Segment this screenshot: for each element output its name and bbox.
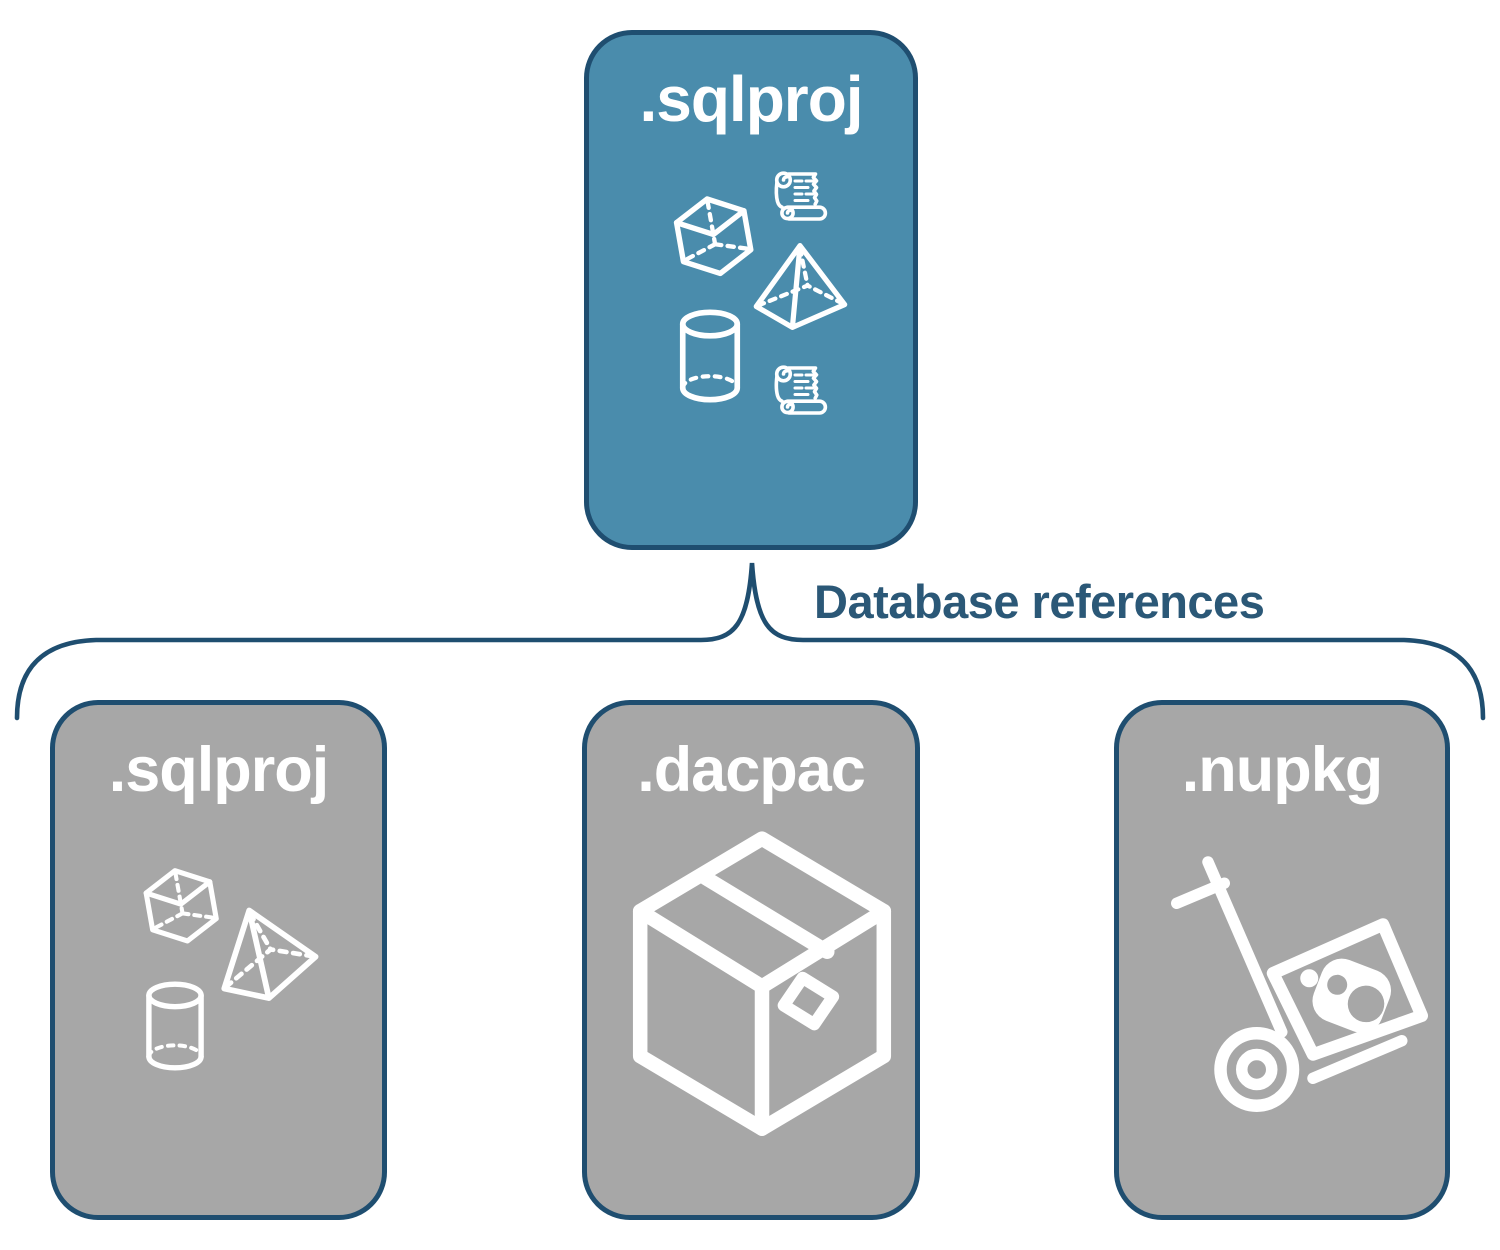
node-root-sqlproj: .sqlproj: [584, 30, 918, 550]
cylinder-icon: [143, 981, 207, 1071]
hand-truck-nuget-icon: [1163, 857, 1443, 1117]
node-label: .sqlproj: [108, 735, 330, 805]
pyramid-icon: [749, 239, 851, 334]
scroll-icon: [774, 365, 828, 415]
cylinder-icon: [677, 309, 743, 403]
scroll-icon: [774, 171, 828, 221]
node-child-nupkg: .nupkg: [1114, 700, 1450, 1220]
cube-icon: [669, 193, 759, 283]
package-box-icon: [617, 821, 907, 1155]
node-child-dacpac: .dacpac: [582, 700, 920, 1220]
pyramid-icon: [211, 901, 315, 1005]
node-label: .dacpac: [637, 735, 866, 805]
node-child-sqlproj: .sqlproj: [50, 700, 387, 1220]
node-label: .sqlproj: [639, 63, 863, 135]
connector-label: Database references: [814, 575, 1265, 628]
node-label: .nupkg: [1181, 735, 1383, 805]
